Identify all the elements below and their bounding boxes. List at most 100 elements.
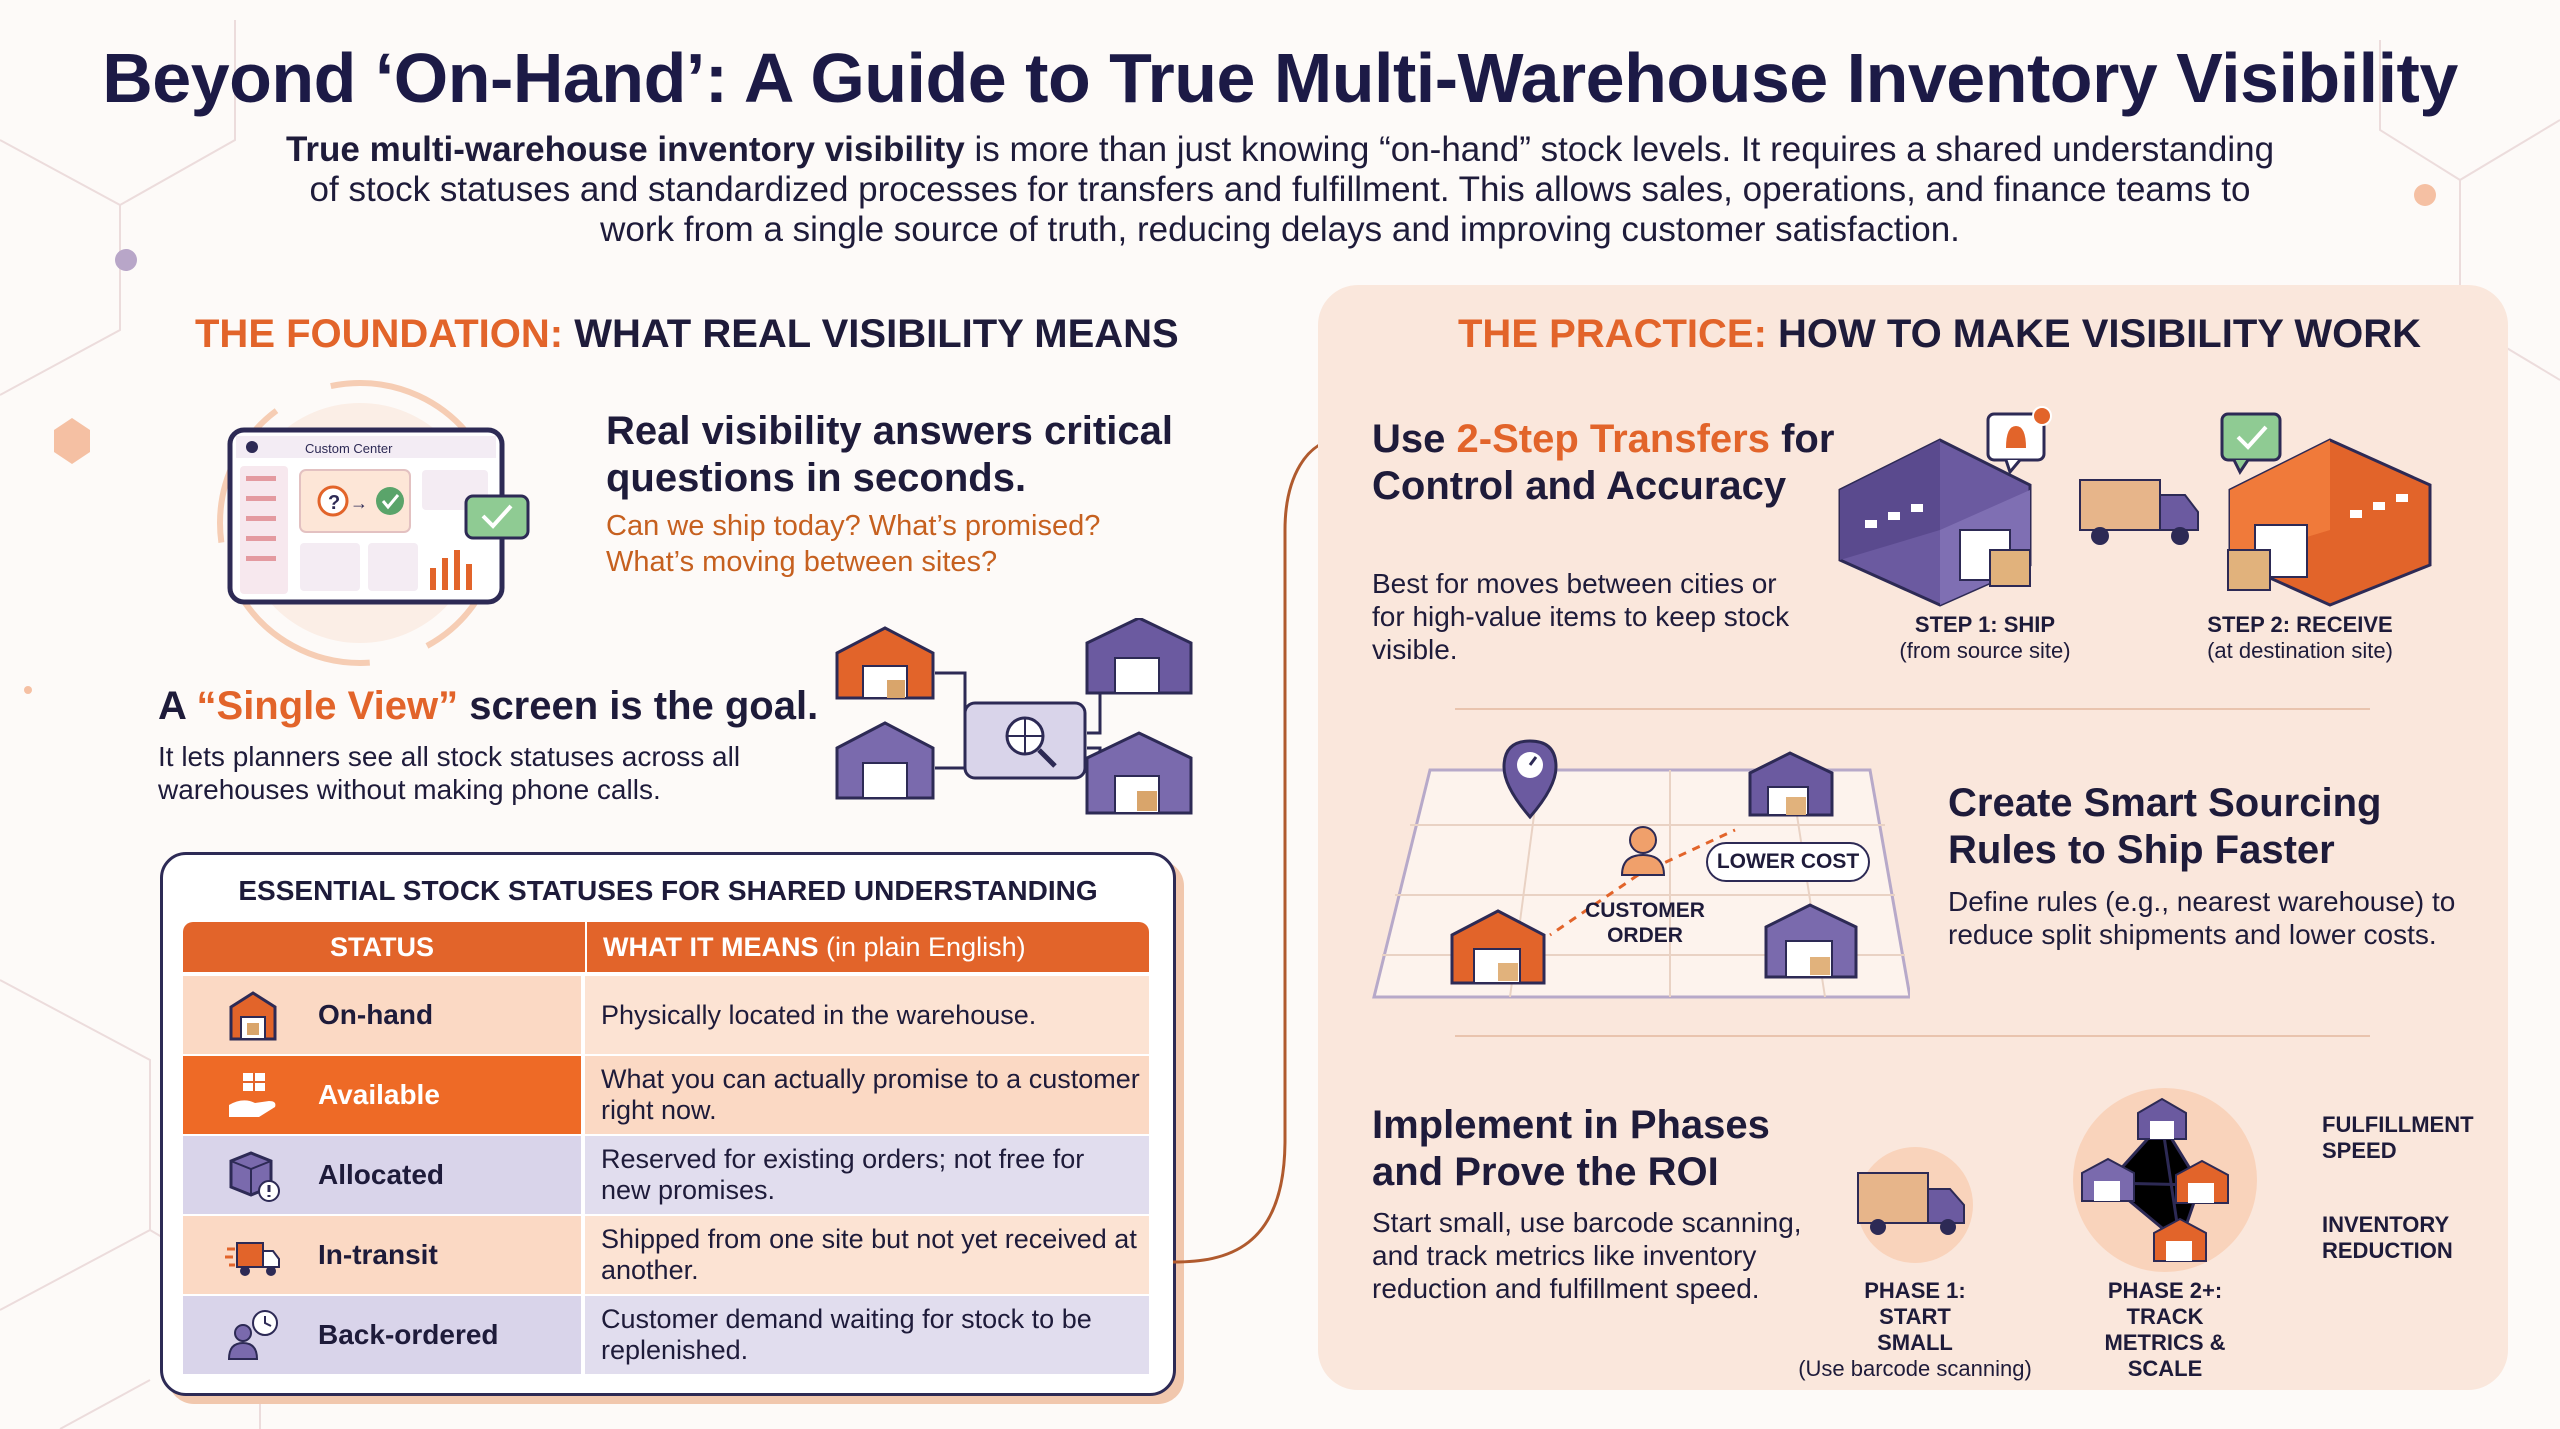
warehouse-orange-icon [2153,1217,2207,1262]
meaning-text: Customer demand waiting for stock to be … [601,1304,1092,1365]
meaning-text: Shipped from one site but not yet receiv… [601,1224,1137,1285]
transfers-title: Use 2-Step Transfers for Control and Acc… [1372,416,1842,510]
intro-paragraph: True multi-warehouse inventory visibilit… [280,130,2280,250]
warehouse-icon [229,991,277,1041]
table-header: STATUS WHAT IT MEANS (in plain English) [183,922,1149,972]
transfers-title-accent: 2-Step Transfers [1456,417,1770,461]
single-view-accent: “Single View” [196,684,459,728]
foundation-heading: THE FOUNDATION: WHAT REAL VISIBILITY MEA… [195,312,1179,357]
notification-bell-icon [1986,406,2052,476]
status-label: Back-ordered [318,1319,499,1350]
foundation-heading-rest: WHAT REAL VISIBILITY MEANS [563,312,1179,356]
answers-title: Real visibility answers critical questio… [606,409,1173,500]
warehouse-purple-icon [2081,1157,2135,1202]
table-row: On-hand Physically located in the wareho… [183,976,1149,1054]
customer-icon [1620,826,1666,876]
metric-fulfillment-speed: FULFILLMENT SPEED [2322,1112,2474,1163]
phase2-caption: PHASE 2+: TRACK METRICS & SCALE [2050,1278,2280,1382]
source-warehouse-icon [1838,438,2032,607]
phases-illustration [1857,1088,2257,1272]
truck-icon [2079,479,2199,545]
truck-icon [1857,1172,1965,1235]
single-view-title: A “Single View” screen is the goal. [158,683,838,730]
customer-order-label: CUSTOMER ORDER [1585,899,1705,947]
box-alert-icon [229,1151,280,1202]
warehouse-purple-icon [1085,618,1193,695]
dashboard-screen-icon: Custom Center ? → [217,380,530,666]
person-clock-icon [227,1310,278,1360]
warehouse-orange-icon [1450,909,1546,985]
answers-subtitle: Can we ship today? What’s promised? What… [606,510,1101,578]
intro-rest: is more than just knowing “on-hand” stoc… [309,130,2275,249]
step1-sub: (from source site) [1899,638,2071,663]
header-status: STATUS [330,932,434,962]
sourcing-title: Create Smart Sourcing Rules to Ship Fast… [1948,781,2382,872]
two-step-transfer-illustration [1838,406,2432,607]
meaning-cell: What you can actually promise to a custo… [585,1056,1149,1134]
header-meaning-light: (in plain English) [818,932,1026,962]
practice-heading: THE PRACTICE: HOW TO MAKE VISIBILITY WOR… [1458,312,2421,357]
lower-cost-badge: LOWER COST [1706,842,1870,882]
table-row: In-transit Shipped from one site but not… [183,1216,1149,1294]
location-pin-icon [1502,739,1558,820]
warehouse-purple-icon [1748,751,1834,817]
truck-icon [225,1242,280,1276]
status-cell: In-transit [183,1216,581,1294]
checkmark-bubble-icon [2220,412,2282,475]
destination-warehouse-icon [2227,438,2432,607]
practice-heading-accent: THE PRACTICE: [1458,312,1767,356]
phase1-caption: PHASE 1: START SMALL(Use barcode scannin… [1790,1278,2040,1382]
phases-title: Implement in Phases and Prove the ROI [1372,1103,1770,1194]
table-row: Allocated Reserved for existing orders; … [183,1136,1149,1214]
svg-text:→: → [350,493,368,513]
transfers-body: Best for moves between cities or for hig… [1372,568,1790,665]
header-meaning: WHAT IT MEANS (in plain English) [603,922,1026,972]
sourcing-map-illustration [1372,739,1910,999]
single-view-pre: A [158,684,197,728]
sourcing-body: Define rules (e.g., nearest warehouse) t… [1948,886,2456,950]
section-divider [1455,708,2370,710]
screen-label: Custom Center [305,441,393,456]
section-divider [1455,1035,2370,1037]
table-row: Back-ordered Customer demand waiting for… [183,1296,1149,1374]
status-cell: On-hand [183,976,581,1054]
status-cell: Available [183,1056,581,1134]
phase1-sub: (Use barcode scanning) [1798,1356,2032,1381]
warehouse-purple-icon [835,721,935,800]
transfers-title-post: for Control and Accuracy [1372,417,1835,508]
status-label: In-transit [318,1239,438,1270]
table-title: ESSENTIAL STOCK STATUSES FOR SHARED UNDE… [238,875,1098,906]
status-cell: Allocated [183,1136,581,1214]
warehouse-orange-icon [2175,1159,2229,1204]
meaning-text: Physically located in the warehouse. [601,999,1037,1030]
step2-sub: (at destination site) [2207,638,2393,663]
meaning-cell: Customer demand waiting for stock to be … [585,1296,1149,1374]
meaning-text: Reserved for existing orders; not free f… [601,1144,1085,1205]
hand-box-icon [229,1073,276,1117]
warehouse-orange-icon [835,626,935,700]
metric-inventory-reduction: INVENTORY REDUCTION [2322,1212,2453,1263]
header-divider [585,922,587,972]
step1-caption: STEP 1: SHIP(from source site) [1870,612,2100,664]
single-view-post: screen is the goal. [458,684,819,728]
phase2-bold: PHASE 2+: TRACK METRICS & SCALE [2104,1278,2226,1381]
status-cell: Back-ordered [183,1296,581,1374]
status-label: Allocated [318,1159,445,1190]
step2-caption: STEP 2: RECEIVE(at destination site) [2180,612,2420,664]
table-row: Available What you can actually promise … [183,1056,1149,1134]
phase1-bold: PHASE 1: START SMALL [1864,1278,1966,1355]
meaning-cell: Shipped from one site but not yet receiv… [585,1216,1149,1294]
phases-body: Start small, use barcode scanning, and t… [1372,1207,1802,1304]
warehouse-purple-icon [1764,903,1858,979]
foundation-heading-accent: THE FOUNDATION: [195,312,564,356]
single-view-body: It lets planners see all stock statuses … [158,741,741,805]
intro-bold: True multi-warehouse inventory visibilit… [285,130,965,169]
svg-text:?: ? [328,492,340,514]
header-meaning-bold: WHAT IT MEANS [603,932,819,962]
warehouse-purple-icon [2137,1097,2187,1140]
meaning-text: What you can actually promise to a custo… [601,1064,1140,1125]
warehouse-network-illustration [835,618,1193,815]
page-title: Beyond ‘On-Hand’: A Guide to True Multi-… [102,39,2458,117]
practice-heading-rest: HOW TO MAKE VISIBILITY WORK [1766,312,2421,356]
